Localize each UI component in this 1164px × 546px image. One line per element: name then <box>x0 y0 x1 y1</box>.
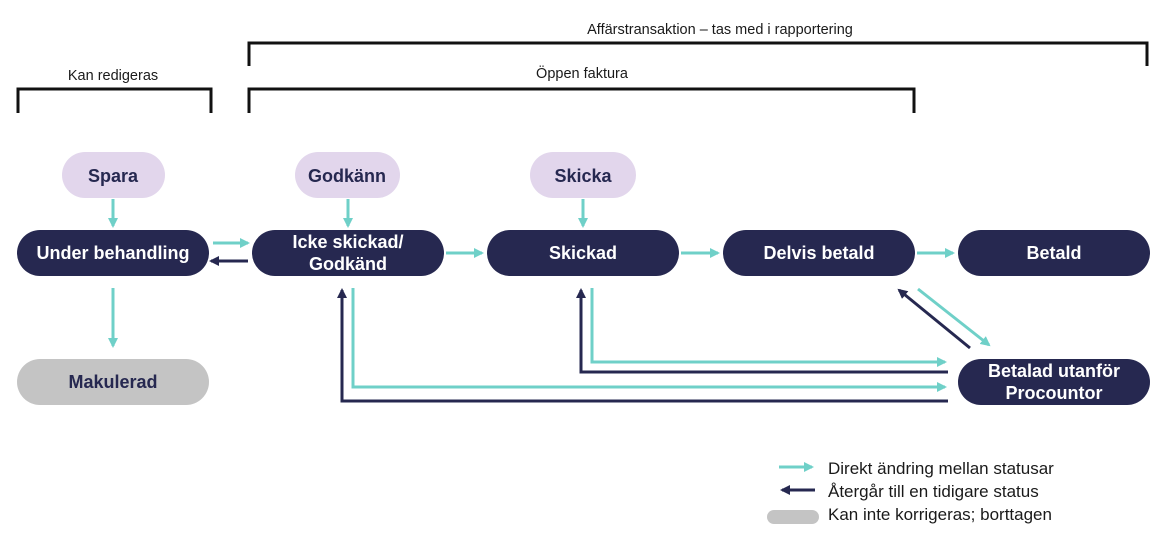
legend-cannot-correct: Kan inte korrigeras; borttagen <box>767 505 1052 524</box>
arrow-paid-outside-back-to-sent <box>576 288 948 374</box>
arrow-paid-outside-back-to-not-sent <box>337 288 948 403</box>
status-not-sent-approved: Icke skickad/ Godkänd <box>252 230 444 276</box>
status-paid-label: Betald <box>1026 243 1081 263</box>
legend-direct-change-label: Direkt ändring mellan statusar <box>828 459 1054 478</box>
arrow-partially-paid-to-paid-outside <box>917 287 991 347</box>
status-partially-paid-label: Delvis betald <box>763 243 874 263</box>
bracket-open-invoice-label: Öppen faktura <box>536 64 629 82</box>
legend-cannot-correct-label: Kan inte korrigeras; borttagen <box>828 505 1052 524</box>
status-under-review: Under behandling <box>17 230 209 276</box>
bracket-business-transaction-label: Affärstransaktion – tas med i rapporteri… <box>587 22 853 38</box>
bracket-editable-label: Kan redigeras <box>68 68 158 84</box>
action-save: Spara <box>62 152 165 198</box>
action-approve: Godkänn <box>295 152 400 198</box>
status-not-sent-line2: Godkänd <box>309 254 387 274</box>
arrow-paid-outside-back-to-partially-paid <box>897 288 971 350</box>
arrow-sent-to-paid-outside <box>590 288 947 367</box>
status-sent-label: Skickad <box>549 243 617 263</box>
action-send-label: Skicka <box>554 166 612 186</box>
bracket-open-invoice: Öppen faktura <box>247 64 916 113</box>
status-paid-outside: Betalad utanför Procountor <box>958 359 1150 405</box>
legend-reverts: Återgår till en tidigare status <box>780 482 1039 501</box>
bracket-business-transaction: Affärstransaktion – tas med i rapporteri… <box>247 22 1149 66</box>
status-not-sent-line1: Icke skickad/ <box>292 232 403 252</box>
status-under-review-label: Under behandling <box>37 243 190 263</box>
status-paid-outside-line2: Procountor <box>1006 383 1103 403</box>
arrow-not-sent-to-paid-outside <box>351 288 947 392</box>
status-voided: Makulerad <box>17 359 209 405</box>
legend: Direkt ändring mellan statusar Återgår t… <box>767 459 1054 524</box>
action-save-label: Spara <box>88 166 139 186</box>
status-sent: Skickad <box>487 230 679 276</box>
legend-reverts-label: Återgår till en tidigare status <box>828 482 1039 501</box>
status-partially-paid: Delvis betald <box>723 230 915 276</box>
bracket-editable: Kan redigeras <box>16 68 213 113</box>
status-paid-outside-line1: Betalad utanför <box>988 361 1120 381</box>
action-approve-label: Godkänn <box>308 166 386 186</box>
status-paid: Betald <box>958 230 1150 276</box>
action-send: Skicka <box>530 152 636 198</box>
status-voided-label: Makulerad <box>68 372 157 392</box>
legend-grey-pill-icon <box>767 510 819 524</box>
legend-direct-change: Direkt ändring mellan statusar <box>779 459 1054 478</box>
